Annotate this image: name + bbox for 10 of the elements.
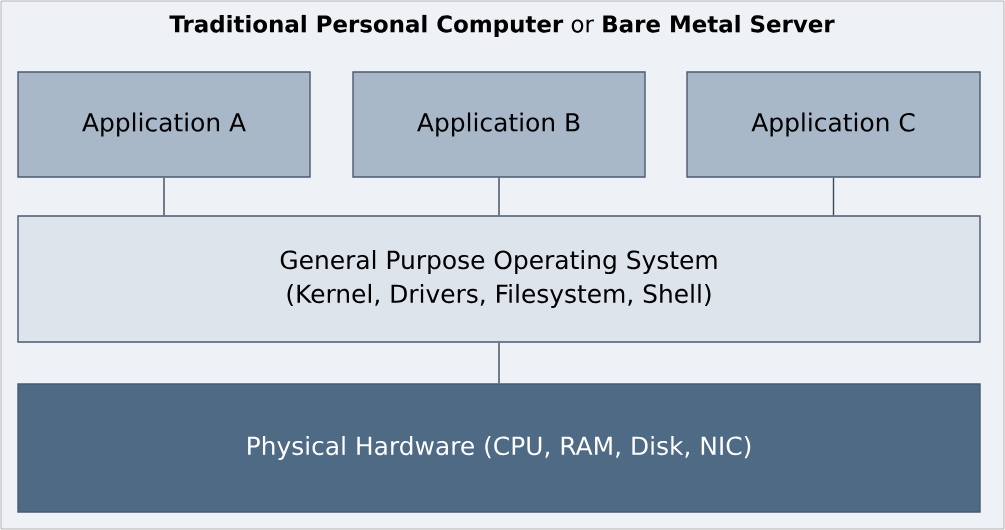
application-box: Application A xyxy=(17,71,311,178)
application-box: Application B xyxy=(352,71,646,178)
title: Traditional Personal Computer or Bare Metal Server xyxy=(169,14,835,38)
connector-line xyxy=(498,177,500,216)
connector-line xyxy=(163,177,165,216)
hardware-box: Physical Hardware (CPU, RAM, Disk, NIC) xyxy=(17,383,981,513)
operating-system-box: General Purpose Operating System (Kernel, Drivers, Filesystem, Shell) xyxy=(17,215,981,343)
connector-line xyxy=(498,342,500,384)
application-box: Application C xyxy=(686,71,981,178)
connector-line xyxy=(832,177,835,216)
